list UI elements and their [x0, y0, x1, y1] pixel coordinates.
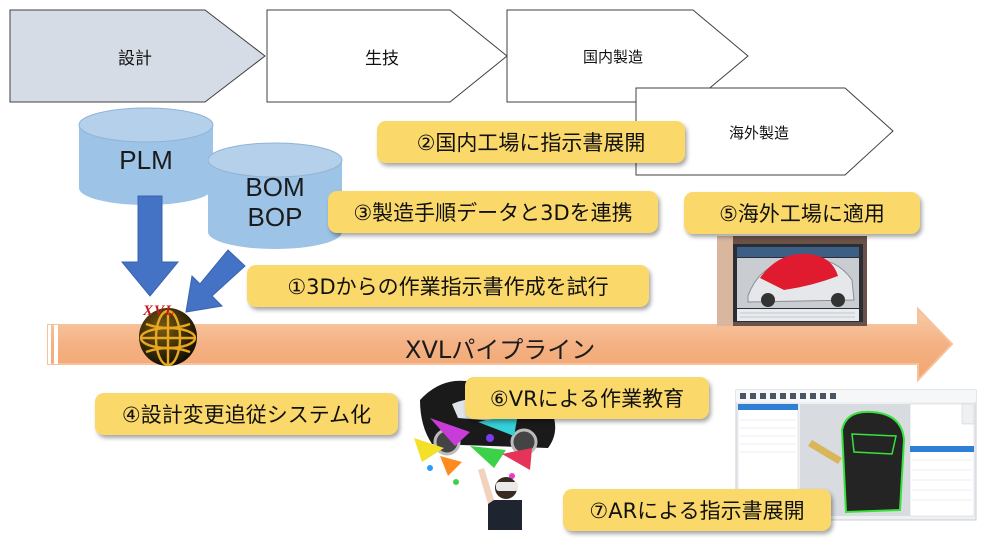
phase-label-design: 設計: [118, 49, 152, 69]
step-4-callout: ④設計変更追従システム化: [95, 393, 398, 435]
phase-label-domestic-manufacturing: 国内製造: [583, 48, 644, 66]
step-3-callout: ③製造手順データと3Dを連携: [328, 191, 658, 233]
step-5-callout: ⑤海外工場に適用: [684, 192, 920, 234]
plm-label: PLM: [119, 145, 173, 175]
pipeline-label: XVLパイプライン: [405, 336, 596, 364]
phase-chevron-design: [9, 9, 266, 103]
tablet-photo: [717, 236, 867, 326]
diagonal-arrow-bom: [185, 249, 246, 313]
phase-chevron-domestic-manufacturing: [506, 9, 749, 103]
step-7-callout: ⑦ARによる指示書展開: [563, 489, 831, 531]
pipeline-arrow: [47, 306, 954, 383]
xvl-logo-icon: [139, 308, 197, 367]
bom-bop-database: [207, 142, 343, 249]
xvl-logo-text: XVL: [143, 303, 176, 319]
down-arrow-plm: [120, 195, 180, 297]
bom-label-line2: BOP: [247, 201, 303, 232]
step-2-callout: ②国内工場に指示書展開: [377, 121, 685, 163]
phase-label-production-engineering: 生技: [365, 49, 399, 69]
step-1-callout: ①3Dからの作業指示書作成を試行: [247, 265, 649, 307]
bom-label: BOM BOP: [225, 172, 325, 233]
ar-screenshot: [735, 389, 977, 521]
plm-database: [78, 107, 214, 205]
phase-label-overseas-manufacturing: 海外製造: [729, 124, 790, 142]
phase-chevron-production-engineering: [266, 9, 508, 103]
bom-label-line1: BOM: [245, 172, 305, 202]
step-6-callout: ⑥VRによる作業教育: [465, 377, 709, 419]
